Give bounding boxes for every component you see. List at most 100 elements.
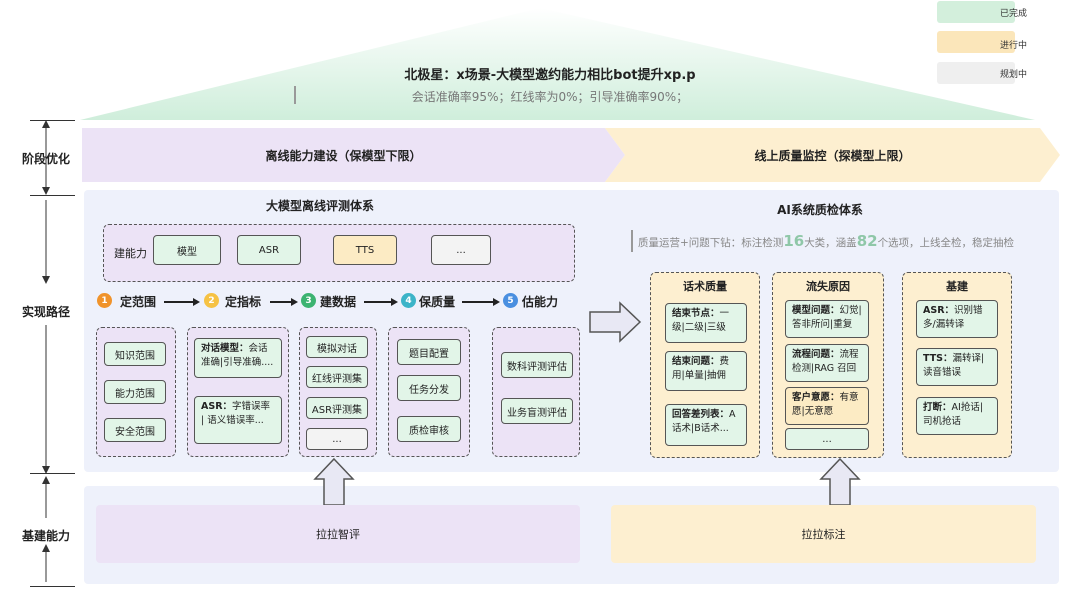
estimate-group [492,327,580,457]
legend-swatch-planned [937,62,1015,84]
speech-end-issue: 结束问题：费用|单量|抽佣 [665,351,747,391]
step-arrow [462,301,494,303]
capability-tts: TTS [333,235,397,265]
churn-reason-title: 流失原因 [806,280,850,293]
subtitle-mid: 大类，涵盖 [804,237,857,249]
infra-tts-issue-key: TTS： [923,353,953,364]
step-arrow-head [391,298,398,306]
churn-model-issue: 模型问题：幻觉|答非所问|重复 [785,300,869,338]
speech-end-node-value: 一级|二级|三级 [672,308,730,333]
north-star-title: 北极星：x场景-大模型邀约能力相比bot提升xp.p [404,68,696,83]
churn-model-issue-key: 模型问题： [792,305,840,316]
stage-banners [82,128,1060,182]
speech-bad-answers: 回答差列表：A话术|B话术... [665,404,747,446]
up-arrow-right [819,457,861,506]
speech-end-issue-key: 结束问题： [672,356,720,367]
step-arrow-head [493,298,500,306]
data-more: ... [306,428,368,450]
ai-qc-title: AI系统质检体系 [777,202,863,217]
legend-label-progress: 进行中 [1000,41,1028,51]
churn-customer-intent-value: 有意愿|无意愿 [792,392,859,417]
speech-end-node: 结束节点：一级|二级|三级 [665,303,747,343]
axis-arrows [42,120,50,582]
infra-issue-title: 基建 [946,280,968,293]
offline-eval-title: 大模型离线评测体系 [265,198,374,213]
infra-tts-issue: TTS：漏转译|读音错误 [916,348,998,386]
axis-label-path: 实现路径 [22,305,71,319]
step-5-badge: 5 [503,293,518,308]
metric-dialog-key: 对话模型： [201,343,249,354]
capability-label: 建能力 [114,247,147,260]
step-3-label: 建数据 [320,295,357,309]
metric-dialog-value: 会话准确|引导准确.... [201,343,274,368]
infra-asr-issue-key: ASR： [923,305,955,316]
ai-qc-subtitle: 质量运营+问题下钻：标注检测16大类，涵盖82个选项，上线全检，稳定抽检 [638,232,1058,250]
axis-tick [30,473,75,474]
quality-review: 质检审核 [397,416,461,442]
step-4-badge: 4 [401,293,416,308]
legend-swatch-done [937,1,1015,23]
step-arrow-head [291,298,298,306]
axis-tick [30,586,75,587]
speech-bad-answers-value: A话术|B话术... [672,409,736,434]
churn-more: ... [785,428,869,450]
subtitle-post: 个选项，上线全检，稳定抽检 [877,237,1015,249]
axis-tick [30,120,75,121]
data-asr-set: ASR评测集 [306,397,368,419]
churn-flow-issue: 流程问题：流程检测|RAG 召回 [785,344,869,382]
axis-tick [30,195,75,196]
scope-capability: 能力范围 [104,380,166,404]
lala-annotation: 拉拉标注 [611,505,1036,563]
step-1-badge: 1 [97,293,112,308]
step-arrow [270,301,292,303]
churn-model-issue-value: 幻觉|答非所问|重复 [792,305,862,330]
infra-tts-issue-value: 漏转译|读音错误 [923,353,985,378]
infra-interrupt-issue-value: AI抢话|司机抢话 [923,402,984,427]
metric-asr-value: 字错误率 | 语义错误率... [201,401,271,426]
roof-shape [80,8,1035,120]
churn-more-value: ... [822,433,832,445]
step-arrow [364,301,392,303]
step-3-badge: 3 [301,293,316,308]
data-redline-set: 红线评测集 [306,366,368,388]
capability-asr: ASR [237,235,301,265]
infra-asr-issue-value: 识别错多/漏转译 [923,305,983,330]
infra-asr-issue: ASR：识别错多/漏转译 [916,300,998,338]
metric-asr-key: ASR： [201,401,233,412]
legend-label-done: 已完成 [1000,9,1028,19]
scope-safety: 安全范围 [104,418,166,442]
quality-config: 题目配置 [397,339,461,365]
up-arrow-left [313,457,355,506]
scope-knowledge: 知识范围 [104,342,166,366]
step-2-label: 定指标 [225,295,262,309]
speech-quality-title: 话术质量 [683,280,727,293]
step-5-label: 估能力 [522,295,559,309]
subtitle-pre: 质量运营+问题下钻：标注检测 [638,237,784,249]
speech-end-issue-value: 费用|单量|抽佣 [672,356,730,381]
online-banner: 线上质量监控（探模型上限） [754,148,911,163]
north-star-metrics: 会话准确率95%；红线率为0%；引导准确率90%； [411,90,689,104]
step-1-label: 定范围 [120,295,157,309]
subtitle-num-categories: 16 [783,232,805,250]
quality-dispatch: 任务分发 [397,375,461,401]
speech-end-node-key: 结束节点： [672,308,720,319]
axis-label-infra: 基建能力 [22,529,71,543]
axis-label-stage: 阶段优化 [22,152,71,166]
step-arrow-head [193,298,200,306]
step-2-badge: 2 [204,293,219,308]
speech-bad-answers-key: 回答差列表： [672,409,730,420]
step-4-label: 保质量 [419,295,456,309]
ai-qc-divider [631,230,633,252]
lala-smart-eval: 拉拉智评 [96,505,580,563]
legend-label-planned: 规划中 [1000,70,1028,80]
metric-asr: ASR：字错误率 | 语义错误率... [194,396,282,444]
capability-model: 模型 [153,235,221,265]
subtitle-num-options: 82 [856,232,878,250]
step-arrow [164,301,194,303]
offline-banner: 离线能力建设（保模型下限） [265,148,422,163]
churn-customer-intent-key: 客户意愿： [792,392,840,403]
capability-more: ... [431,235,491,265]
estimate-blind-eval: 业务盲测评估 [501,398,573,424]
legend-swatch-progress [937,31,1015,53]
infra-interrupt-issue-key: 打断： [923,402,952,413]
